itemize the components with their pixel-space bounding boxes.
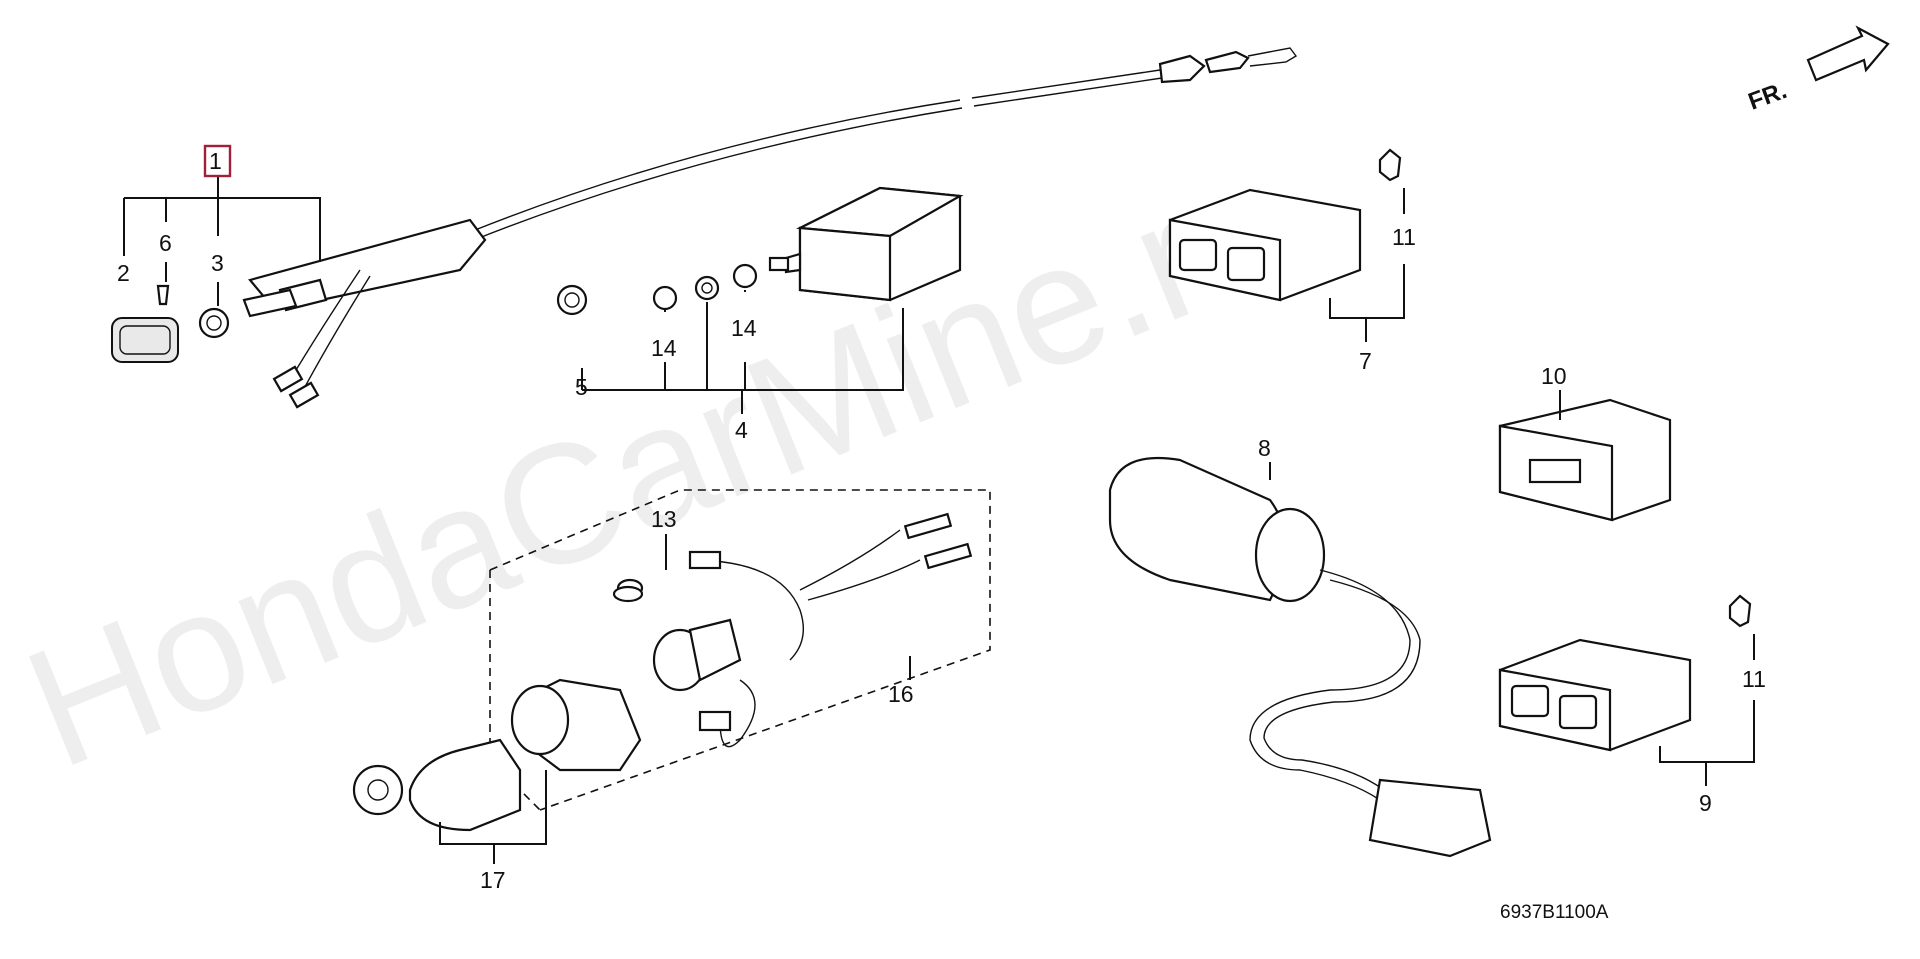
- cable-line-d: [973, 77, 1163, 107]
- lighter-plug: [408, 738, 522, 832]
- harness-terminal: [698, 710, 732, 732]
- part-7-button-a: [1178, 238, 1218, 272]
- cable-end-tip: [1204, 50, 1250, 74]
- callout-13[interactable]: 13: [651, 506, 677, 532]
- callout-11-top[interactable]: 11: [1392, 224, 1416, 250]
- callout-1-highlight-box: [203, 144, 232, 178]
- front-direction-arrow: FR.: [1745, 25, 1890, 116]
- part-3-nut: [198, 307, 230, 339]
- part-17-lighter: [352, 678, 642, 832]
- harness-plug-1: [903, 512, 953, 540]
- lighter-knob-center: [367, 779, 389, 801]
- callout-8[interactable]: 8: [1258, 435, 1271, 461]
- harness-wire-2: [799, 529, 901, 591]
- cable-end: [1158, 54, 1206, 84]
- harness-wire-3: [807, 559, 921, 601]
- part-8-connector: [1368, 778, 1492, 858]
- part-4-switch-front: [798, 226, 892, 302]
- switch-stem: [242, 288, 298, 318]
- part-11-clip-a: [1378, 148, 1402, 182]
- part-5-nut: [556, 284, 588, 316]
- part-8-component: [1108, 456, 1492, 858]
- callout-2[interactable]: 2: [117, 260, 130, 286]
- bulb-socket: [688, 550, 722, 570]
- harness-plug-2: [923, 542, 973, 570]
- callout-16[interactable]: 16: [888, 681, 914, 707]
- part-14-nut-b: [732, 263, 758, 289]
- front-direction-label: FR.: [1745, 77, 1791, 116]
- callout-3[interactable]: 3: [211, 250, 224, 276]
- part-2-knob-cap-inner: [119, 325, 171, 355]
- wire-terminal-2: [288, 381, 320, 409]
- callout-1[interactable]: 1: [209, 148, 222, 174]
- diagram-code: 6937B1100A: [1500, 902, 1609, 923]
- lighter-knob: [352, 764, 404, 816]
- wire-terminal-1: [272, 365, 304, 393]
- part-8-wire-b: [1263, 579, 1421, 791]
- part-7-button-b: [1226, 246, 1266, 282]
- cable-hook: [1247, 47, 1298, 67]
- part-4-switch-assembly: [556, 186, 964, 316]
- callout-11-bottom[interactable]: 11: [1742, 666, 1766, 692]
- bulb-lens: [612, 585, 644, 603]
- callout-6[interactable]: 6: [159, 230, 172, 256]
- part-10-unit: [1498, 398, 1672, 522]
- part-3-nut-hole: [206, 315, 222, 331]
- part-8-flange: [1254, 507, 1326, 603]
- callout-14-right[interactable]: 14: [731, 315, 757, 341]
- leader-1-bracket: [124, 197, 321, 262]
- leader-4-bracket: [582, 308, 904, 391]
- part-4-switch-shaft: [768, 256, 790, 272]
- cable-line-b: [473, 107, 963, 241]
- callout-7[interactable]: 7: [1359, 348, 1372, 374]
- callout-17[interactable]: 17: [480, 867, 506, 893]
- part-6-screw: [156, 284, 170, 306]
- harness-wire-1: [689, 559, 804, 661]
- part-9-button-a: [1510, 684, 1550, 718]
- part-8-body: [1108, 456, 1286, 602]
- callout-5[interactable]: 5: [575, 374, 588, 400]
- callout-9[interactable]: 9: [1699, 790, 1712, 816]
- part-16-socket-harness: [612, 512, 973, 748]
- watermark-text: HondaCarMine.ru: [3, 126, 1318, 805]
- lighter-socket-ring: [510, 684, 570, 756]
- part-11-clip-b: [1728, 594, 1752, 628]
- cable-line-c: [971, 69, 1161, 99]
- part-washer: [694, 275, 720, 301]
- part-10-display: [1528, 458, 1582, 484]
- socket-housing: [688, 618, 742, 682]
- wire-2: [299, 275, 371, 397]
- part-9-switch: [1498, 638, 1692, 752]
- cable-line: [469, 99, 961, 233]
- part-14-nut-a: [652, 285, 678, 311]
- callout-14-left[interactable]: 14: [651, 335, 677, 361]
- harness-wire-4: [719, 679, 756, 748]
- part-8-wire: [1249, 569, 1411, 801]
- part-5-nut-hole: [564, 292, 580, 308]
- part-2-knob-cap: [111, 317, 179, 363]
- callout-10[interactable]: 10: [1541, 363, 1567, 389]
- part-7-switch: [1168, 188, 1362, 302]
- part-washer-hole: [701, 282, 713, 294]
- front-arrow-icon: [1806, 25, 1890, 82]
- part-9-button-b: [1558, 694, 1598, 730]
- callout-4[interactable]: 4: [735, 417, 748, 443]
- part-1-switch-cable-assembly: [111, 47, 1298, 409]
